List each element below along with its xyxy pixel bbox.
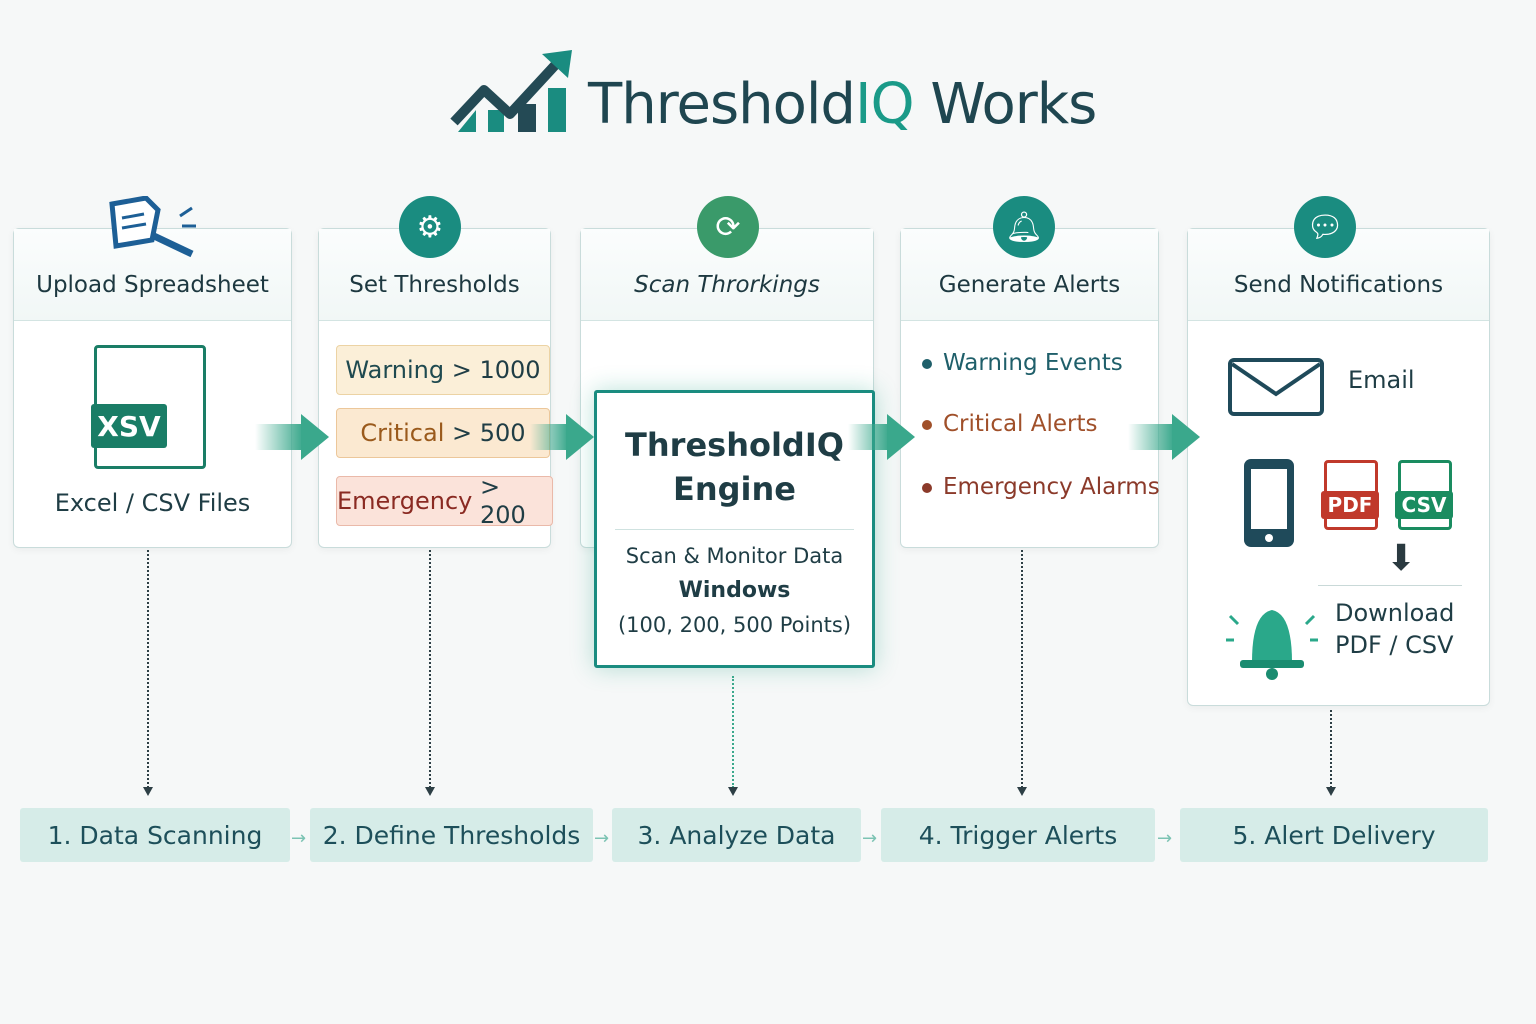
- document-search-icon: [109, 196, 196, 258]
- step-arrow-icon: →: [1157, 828, 1173, 849]
- threshold-emergency[interactable]: Emergency > 200: [336, 473, 553, 529]
- download-arrow-icon: ⬇: [1386, 538, 1417, 579]
- engine-box: ThresholdIQ Engine Scan & Monitor Data Wi…: [594, 390, 875, 668]
- logo-chart-icon: [450, 50, 572, 132]
- dotted-connector: [143, 550, 153, 796]
- flow-arrow: [255, 414, 329, 460]
- stage-title: Set Thresholds: [319, 229, 550, 321]
- engine-subtitle: Engine: [673, 470, 796, 508]
- bell-icon: 🔔︎: [993, 196, 1055, 258]
- email-icon[interactable]: [1228, 358, 1324, 416]
- stage-title: Generate Alerts: [901, 229, 1158, 321]
- alert-emergency: Emergency Alarms: [922, 474, 1160, 500]
- step-arrow-icon: →: [291, 828, 307, 849]
- alert-warning: Warning Events: [922, 350, 1123, 376]
- dotted-connector: [425, 550, 435, 796]
- threshold-warning[interactable]: Warning > 1000: [336, 345, 550, 395]
- email-label: Email: [1348, 366, 1415, 394]
- step-5: 5. Alert Delivery: [1180, 808, 1488, 862]
- threshold-critical[interactable]: Critical > 500: [336, 408, 550, 458]
- page-title: ThresholdIQ Works: [588, 72, 1097, 137]
- stage-title: Scan Throrkings: [581, 229, 873, 321]
- flow-arrow: [1128, 414, 1200, 460]
- gear-icon: ⚙: [399, 196, 461, 258]
- engine-title: ThresholdIQ: [625, 426, 844, 464]
- alarm-bell-icon: [1226, 610, 1318, 680]
- engine-desc: Scan & Monitor Data: [625, 544, 844, 568]
- engine-windows: Windows: [678, 578, 791, 603]
- csv-file-icon[interactable]: CSV: [1395, 460, 1453, 530]
- stage-title: Upload Spreadsheet: [14, 229, 291, 321]
- stage-upload-card: Upload Spreadsheet XSV Excel / CSV Files: [13, 228, 292, 548]
- flow-arrow: [530, 414, 594, 460]
- step-1: 1. Data Scanning: [20, 808, 290, 862]
- step-arrow-icon: →: [862, 828, 878, 849]
- phone-icon: [1244, 459, 1294, 547]
- spreadsheet-file-icon: XSV: [91, 345, 206, 469]
- step-4: 4. Trigger Alerts: [881, 808, 1155, 862]
- alert-critical: Critical Alerts: [922, 411, 1098, 437]
- refresh-icon: ⟳: [697, 196, 759, 258]
- dotted-connector: [1017, 550, 1027, 796]
- chat-bubble-icon: 💬︎: [1294, 196, 1356, 258]
- dotted-connector: [728, 676, 738, 796]
- pdf-file-icon[interactable]: PDF: [1321, 460, 1379, 530]
- stage-alerts-card: Generate Alerts: [900, 228, 1159, 548]
- file-caption: Excel / CSV Files: [54, 489, 251, 517]
- engine-points: (100, 200, 500 Points): [617, 613, 852, 637]
- step-3: 3. Analyze Data: [612, 808, 861, 862]
- step-arrow-icon: →: [594, 828, 610, 849]
- dotted-connector: [1326, 710, 1336, 796]
- step-2: 2. Define Thresholds: [310, 808, 593, 862]
- flow-arrow: [848, 414, 915, 460]
